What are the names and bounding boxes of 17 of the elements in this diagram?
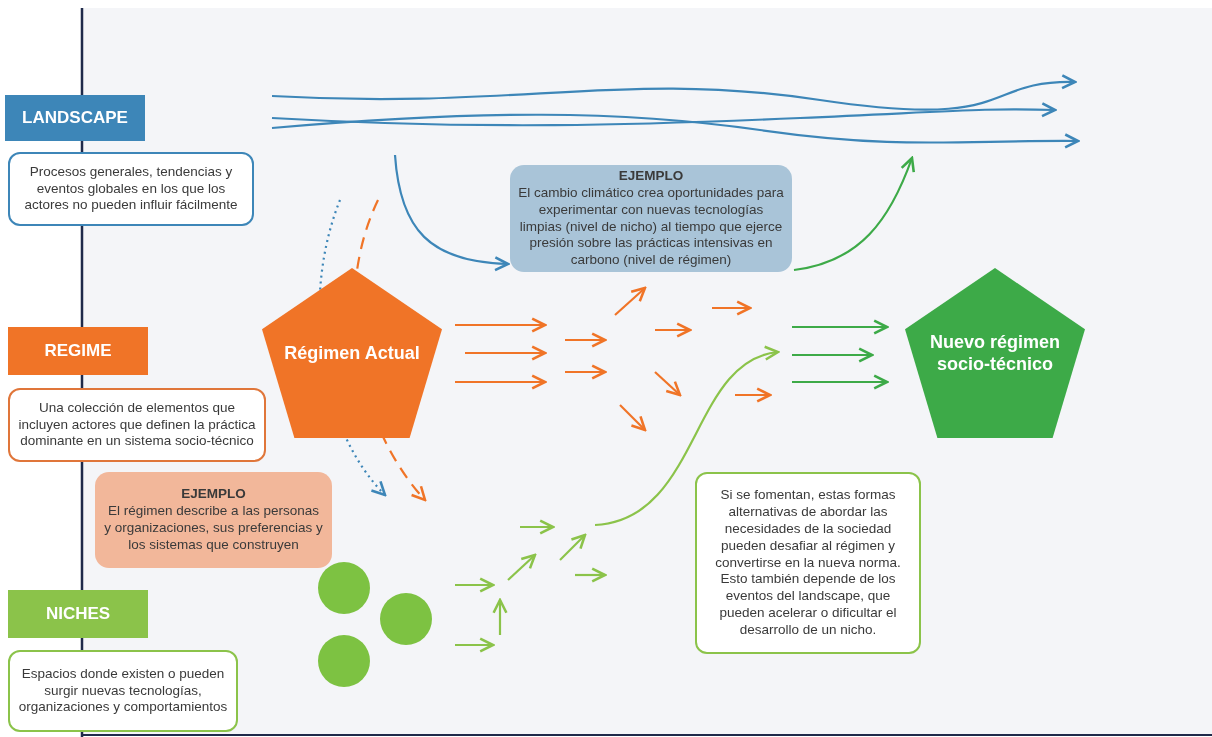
level-label: REGIME — [8, 327, 148, 375]
description-box: Una colección de elementos que incluyen actores que definen la práctica dominante en un sistema socio-técnico — [8, 388, 266, 462]
pentagon-label: Régimen Actual — [284, 341, 420, 365]
example-heading: EJEMPLO — [181, 486, 246, 504]
example-heading: EJEMPLO — [618, 167, 684, 185]
example-box — [95, 472, 332, 568]
description-box: Si se fomentan, estas formas alternativas de abordar las necesidades de la sociedad pueden desafiar al régimen y convertirse en la nueva norma. Esto también depende de los eventos del landscape, que pueden acelerar o dificultar el desarrollo de un nicho. — [695, 472, 921, 654]
level-label: LANDSCAPE — [5, 95, 145, 141]
curved-arrow — [793, 156, 915, 272]
level-label: NICHES — [8, 590, 148, 638]
example-box — [510, 165, 792, 272]
pentagon-label: Nuevo régimen socio-técnico — [928, 330, 1061, 376]
description-box: Procesos generales, tendencias y eventos globales en los que los actores no pueden influir fácilmente — [8, 152, 254, 226]
description-box: Espacios donde existen o pueden surgir nuevas tecnologías, organizaciones y comportamientos — [8, 650, 238, 732]
curved-arrow — [393, 154, 510, 271]
example-text: El régimen describe a las personas y organizaciones, sus preferencias y los sistemas que construyen — [103, 503, 324, 554]
example-text: El cambio climático crea oportunidades para experimentar con nuevas tecnologías limpias (nivel de nicho) al tiempo que ejerce presión sobre las prácticas intensivas en carbono (nivel de régimen) — [518, 184, 784, 270]
